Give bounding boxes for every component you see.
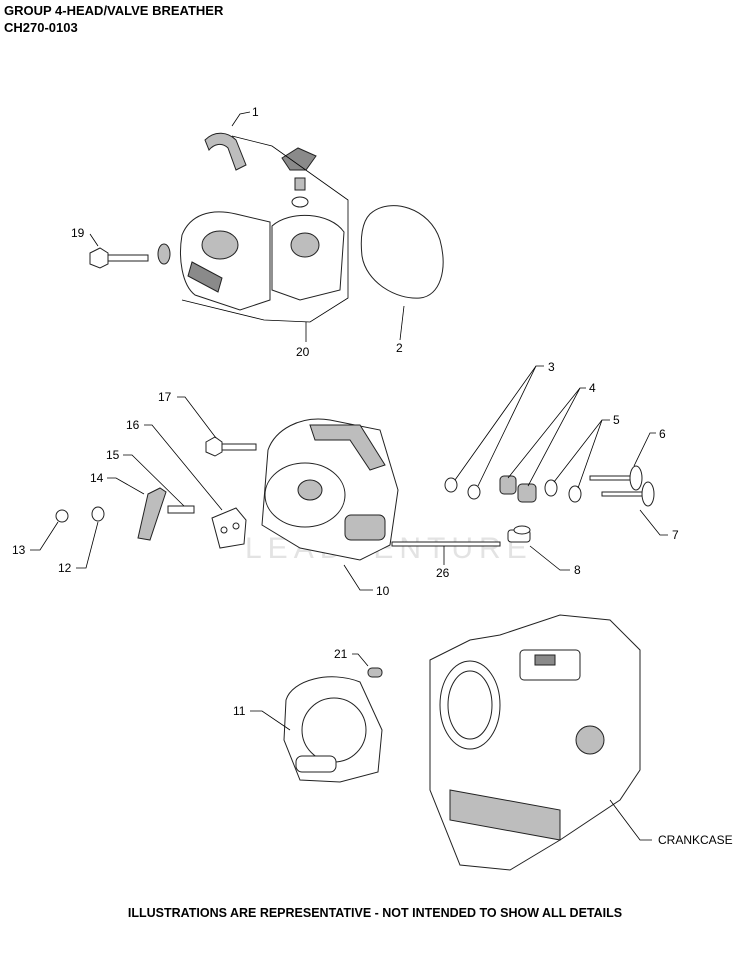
callout-17: 17 <box>158 390 172 404</box>
callout-2: 2 <box>396 341 403 355</box>
part-head-gasket <box>283 676 383 783</box>
callout-7: 7 <box>672 528 679 542</box>
part-tappet <box>507 525 531 543</box>
diagram-header: GROUP 4-HEAD/VALVE BREATHER CH270-0103 <box>4 2 223 36</box>
part-dowel-pin <box>367 667 383 678</box>
callout-3: 3 <box>548 360 555 374</box>
part-valve-keepers <box>444 477 481 500</box>
part-crankcase <box>429 614 641 871</box>
callout-6: 6 <box>659 427 666 441</box>
diagram-code: CH270-0103 <box>4 20 78 35</box>
part-breather-tube <box>204 132 247 171</box>
leader-lines <box>30 111 668 841</box>
callout-crankcase: CRANKCASE <box>658 833 733 847</box>
callout-10: 10 <box>376 584 390 598</box>
part-valve-springs <box>499 475 537 503</box>
callout-4: 4 <box>589 381 596 395</box>
part-rocker-arm <box>137 487 167 541</box>
callout-5: 5 <box>613 413 620 427</box>
part-cylinder-head <box>261 418 399 561</box>
callout-1: 1 <box>252 105 259 119</box>
part-valves <box>589 465 655 507</box>
part-adjust-nut <box>55 506 105 523</box>
part-cover-bolt <box>89 243 171 269</box>
part-gasket-ring <box>360 205 444 299</box>
callout-11: 11 <box>233 704 246 718</box>
diagram-footer-note: ILLUSTRATIONS ARE REPRESENTATIVE - NOT I… <box>127 906 623 920</box>
callout-19: 19 <box>71 226 85 240</box>
part-push-rod <box>391 541 501 547</box>
part-valve-retainers <box>544 479 582 503</box>
callout-14: 14 <box>90 471 104 485</box>
part-guide-plate <box>211 507 247 549</box>
part-breather-valve <box>281 147 317 208</box>
callout-12: 12 <box>58 561 72 575</box>
diagram-title: GROUP 4-HEAD/VALVE BREATHER <box>4 3 224 18</box>
callout-26: 26 <box>436 566 450 580</box>
callout-21: 21 <box>334 647 348 661</box>
callout-labels: 1 19 20 2 3 4 5 6 7 8 26 10 17 16 15 14 … <box>12 105 733 847</box>
callout-8: 8 <box>574 563 581 577</box>
part-valve-cover <box>180 135 349 323</box>
part-rocker-stud <box>167 505 195 514</box>
callout-15: 15 <box>106 448 120 462</box>
callout-20: 20 <box>296 345 310 359</box>
callout-13: 13 <box>12 543 26 557</box>
part-head-bolt <box>205 436 257 457</box>
callout-16: 16 <box>126 418 140 432</box>
